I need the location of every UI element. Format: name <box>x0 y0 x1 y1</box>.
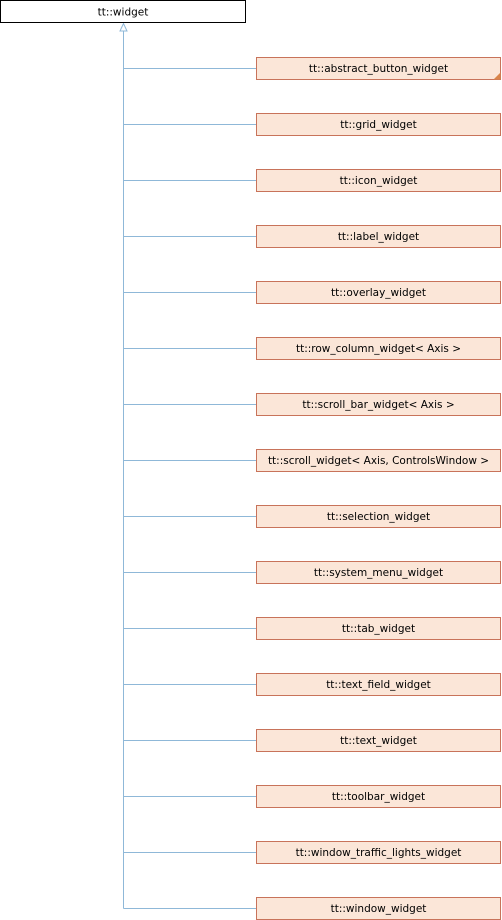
derived-class-label: tt::system_menu_widget <box>314 567 443 579</box>
derived-class-box <box>256 281 501 304</box>
derived-class-node[interactable]: tt::system_menu_widget <box>256 561 501 584</box>
derived-class-box <box>256 785 501 808</box>
base-class-node[interactable]: tt::widget <box>0 0 246 23</box>
derived-class-box <box>256 337 501 360</box>
derived-class-label: tt::row_column_widget< Axis > <box>296 343 461 355</box>
derived-class-box <box>256 169 501 192</box>
derived-class-label: tt::scroll_widget< Axis, ControlsWindow … <box>268 455 489 467</box>
derived-class-node[interactable]: tt::text_field_widget <box>256 673 501 696</box>
derived-class-label: tt::tab_widget <box>342 623 415 635</box>
derived-class-node[interactable]: tt::label_widget <box>256 225 501 248</box>
derived-class-box <box>256 113 501 136</box>
derived-class-box <box>256 57 501 80</box>
derived-class-node[interactable]: tt::row_column_widget< Axis > <box>256 337 501 360</box>
derived-class-box <box>256 505 501 528</box>
derived-class-box <box>256 225 501 248</box>
derived-class-box <box>256 617 501 640</box>
derived-class-box <box>256 729 501 752</box>
derived-class-label: tt::grid_widget <box>340 119 417 131</box>
derived-class-node[interactable]: tt::toolbar_widget <box>256 785 501 808</box>
derived-class-node[interactable]: tt::abstract_button_widget <box>256 57 501 80</box>
derived-class-label: tt::toolbar_widget <box>332 791 425 803</box>
base-class-box <box>0 0 246 23</box>
derived-class-node[interactable]: tt::tab_widget <box>256 617 501 640</box>
derived-class-label: tt::window_traffic_lights_widget <box>296 847 462 859</box>
derived-class-node[interactable]: tt::window_widget <box>256 897 501 920</box>
derived-class-label: tt::selection_widget <box>327 511 430 523</box>
inheritance-edges <box>119 22 257 909</box>
derived-class-node[interactable]: tt::scroll_widget< Axis, ControlsWindow … <box>256 449 501 472</box>
derived-class-label: tt::text_widget <box>340 735 417 747</box>
derived-class-label: tt::window_widget <box>331 903 427 915</box>
base-class-label: tt::widget <box>98 7 149 19</box>
derived-class-box <box>256 449 501 472</box>
derived-class-node[interactable]: tt::text_widget <box>256 729 501 752</box>
derived-class-node[interactable]: tt::scroll_bar_widget< Axis > <box>256 393 501 416</box>
derived-class-node[interactable]: tt::overlay_widget <box>256 281 501 304</box>
derived-class-label: tt::abstract_button_widget <box>309 63 448 75</box>
derived-class-node[interactable]: tt::selection_widget <box>256 505 501 528</box>
derived-class-box <box>256 673 501 696</box>
derived-class-box <box>256 841 501 864</box>
derived-class-node[interactable]: tt::icon_widget <box>256 169 501 192</box>
derived-class-label: tt::scroll_bar_widget< Axis > <box>302 399 454 411</box>
derived-class-label: tt::label_widget <box>338 231 419 243</box>
derived-class-nodes: tt::abstract_button_widgettt::grid_widge… <box>256 57 501 920</box>
derived-class-box <box>256 393 501 416</box>
derived-class-label: tt::text_field_widget <box>326 679 431 691</box>
derived-class-label: tt::icon_widget <box>340 175 418 187</box>
derived-class-label: tt::overlay_widget <box>331 287 426 299</box>
inheritance-arrowhead <box>119 22 128 32</box>
more-derived-indicator-icon <box>493 72 501 80</box>
derived-class-node[interactable]: tt::grid_widget <box>256 113 501 136</box>
derived-class-node[interactable]: tt::window_traffic_lights_widget <box>256 841 501 864</box>
derived-class-box <box>256 561 501 584</box>
